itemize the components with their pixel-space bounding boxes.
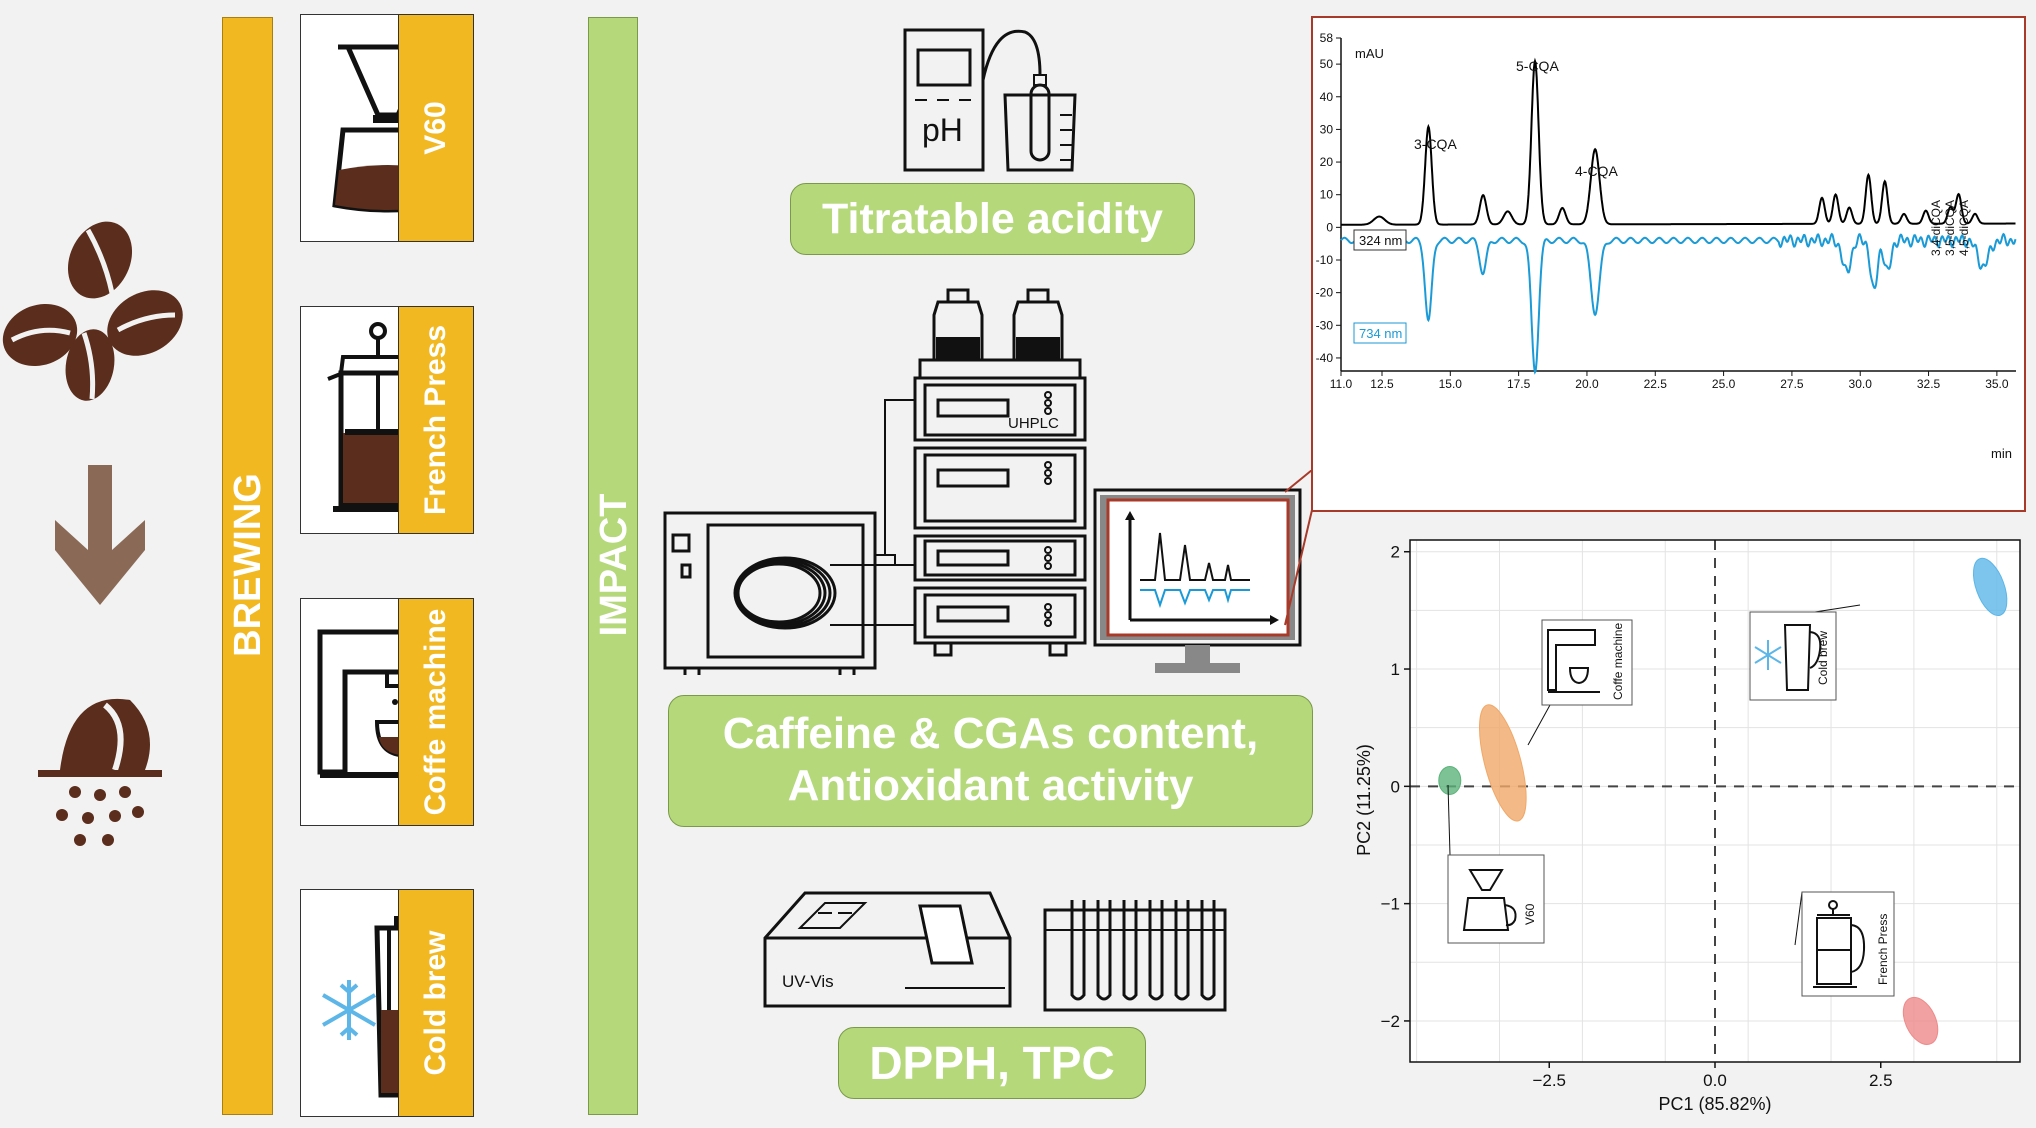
chromato-x-tick: 35.0 bbox=[1985, 377, 2009, 391]
chromato-x-tick: 15.0 bbox=[1439, 377, 1463, 391]
method-card-cold-brew: Cold brew bbox=[300, 889, 474, 1117]
peak-35-label: 3,5-diCQA bbox=[1943, 200, 1957, 256]
caffeine-cgas-label: Caffeine & CGAs content, bbox=[722, 709, 1259, 758]
pca-x-tick: 2.5 bbox=[1869, 1071, 1893, 1090]
trace-324-label: 324 nm bbox=[1359, 233, 1402, 248]
brewing-bar: BREWING bbox=[222, 17, 273, 1115]
coffee-beans-icon bbox=[2, 221, 183, 401]
trace-734-label: 734 nm bbox=[1359, 326, 1402, 341]
pca-y-label: PC2 (11.25%) bbox=[1354, 744, 1374, 856]
chromato-y-tick: 30 bbox=[1320, 122, 1334, 136]
dpph-tpc-label: DPPH, TPC bbox=[869, 1037, 1115, 1089]
trace-324nm bbox=[1341, 57, 2016, 226]
method-label-french-press: French Press bbox=[419, 324, 452, 516]
antioxidant-label: Antioxidant activity bbox=[787, 761, 1194, 810]
chromato-y-tick: -40 bbox=[1316, 351, 1334, 365]
pca-x-tick: −2.5 bbox=[1532, 1071, 1566, 1090]
chromato-x-tick: 20.0 bbox=[1575, 377, 1599, 391]
peak-4cqa-label: 4-CQA bbox=[1575, 163, 1618, 179]
inset-label-cold-brew: Cold brew bbox=[1816, 631, 1830, 685]
chromato-x-tick: 22.5 bbox=[1644, 377, 1668, 391]
uv-vis-icon bbox=[763, 891, 1012, 1008]
pca-ellipse-french-press bbox=[1902, 996, 1939, 1045]
inset-label-coffe-machine: Coffe machine bbox=[1611, 623, 1625, 700]
inset-cold-brew: Cold brew bbox=[1749, 604, 1861, 701]
chromato-x-tick: 32.5 bbox=[1917, 377, 1941, 391]
pca-x-label: PC1 (85.82%) bbox=[1658, 1094, 1771, 1114]
inset-french-press: French Press bbox=[1794, 891, 1895, 997]
pca-ellipse-coffe-machine bbox=[1479, 704, 1527, 822]
test-tubes-icon bbox=[1043, 900, 1227, 1012]
chromato-x-tick: 12.5 bbox=[1370, 377, 1394, 391]
uv-vis-label: UV-Vis bbox=[782, 972, 834, 991]
pca-y-tick: 2 bbox=[1391, 543, 1400, 562]
inset-v60: V60 bbox=[1447, 784, 1545, 944]
brewing-label: BREWING bbox=[227, 473, 269, 657]
grinder-icon bbox=[38, 698, 162, 846]
method-label-coffe-machine: Coffe machine bbox=[419, 608, 452, 816]
chromato-y-tick: -20 bbox=[1316, 286, 1334, 300]
inset-coffe-machine: Coffe machine bbox=[1527, 619, 1633, 746]
dpph-tpc-box: DPPH, TPC bbox=[838, 1027, 1146, 1099]
pca-y-tick: 1 bbox=[1391, 660, 1400, 679]
down-arrow-icon bbox=[55, 465, 145, 605]
method-label-v60: V60 bbox=[419, 101, 452, 155]
uhplc-label: UHPLC bbox=[1008, 415, 1059, 432]
caffeine-cgas-box: Caffeine & CGAs content, Antioxidant act… bbox=[668, 695, 1313, 827]
method-card-coffe-machine: Coffe machine bbox=[300, 598, 474, 826]
pca-plot: −2.5 0.0 2.5 2 1 0 −1 −2 PC1 (85.82%) PC2 (11.2… bbox=[1354, 539, 2021, 1114]
pca-ellipse-v60 bbox=[1438, 765, 1462, 795]
pca-x-tick: 0.0 bbox=[1703, 1071, 1727, 1090]
method-label-cold-brew: Cold brew bbox=[419, 930, 452, 1076]
inset-label-french-press: French Press bbox=[1876, 914, 1890, 985]
peak-5cqa-label: 5-CQA bbox=[1516, 58, 1559, 74]
chromato-y-tick: 40 bbox=[1320, 90, 1334, 104]
chromato-y-tick: -10 bbox=[1316, 253, 1334, 267]
chromato-y-tick: 0 bbox=[1326, 220, 1333, 234]
pca-y-tick: 0 bbox=[1391, 777, 1400, 796]
ph-meter-icon bbox=[903, 28, 1077, 172]
chromatogram-panel bbox=[1311, 16, 2026, 512]
chromato-x-tick: 30.0 bbox=[1849, 377, 1873, 391]
method-card-french-press: French Press bbox=[300, 306, 474, 534]
chromato-y-tick: 20 bbox=[1320, 155, 1334, 169]
y-unit-label: mAU bbox=[1355, 46, 1384, 61]
peak-45-label: 4,5-diCQA bbox=[1957, 200, 1971, 256]
chromato-x-tick: 17.5 bbox=[1507, 377, 1531, 391]
ph-label: pH bbox=[922, 112, 963, 148]
titratable-acidity-label: Titratable acidity bbox=[822, 195, 1163, 243]
chromato-x-tick: 11.0 bbox=[1330, 377, 1353, 391]
peak-34-label: 3,4-diCQA bbox=[1929, 200, 1943, 256]
pca-ellipse-cold-brew bbox=[1972, 557, 2008, 617]
chromato-x-tick: 27.5 bbox=[1780, 377, 1804, 391]
impact-bar: IMPACT bbox=[588, 17, 638, 1115]
titratable-acidity-box: Titratable acidity bbox=[790, 183, 1195, 255]
chromato-y-tick: 50 bbox=[1320, 57, 1334, 71]
x-unit-label: min bbox=[1991, 446, 2012, 461]
chromato-y-tick: 58 bbox=[1320, 31, 1334, 45]
trace-734nm bbox=[1340, 232, 2017, 375]
inset-label-v60: V60 bbox=[1523, 903, 1537, 925]
zoom-connector bbox=[1284, 470, 1313, 626]
uhplc-system-icon bbox=[663, 288, 1302, 675]
impact-label: IMPACT bbox=[593, 493, 635, 637]
pca-y-tick: −1 bbox=[1381, 895, 1400, 914]
chromato-y-tick: -30 bbox=[1316, 318, 1334, 332]
chromatogram: 58 50 40 30 20 10 0 -10 -20 -30 -40 11.0 12.5 15.0 17.… bbox=[1316, 31, 2017, 461]
chromato-y-tick: 10 bbox=[1320, 188, 1334, 202]
pca-y-tick: −2 bbox=[1381, 1012, 1400, 1031]
chromato-x-tick: 25.0 bbox=[1712, 377, 1736, 391]
peak-3cqa-label: 3-CQA bbox=[1414, 136, 1457, 152]
method-card-v60: V60 bbox=[300, 14, 474, 242]
